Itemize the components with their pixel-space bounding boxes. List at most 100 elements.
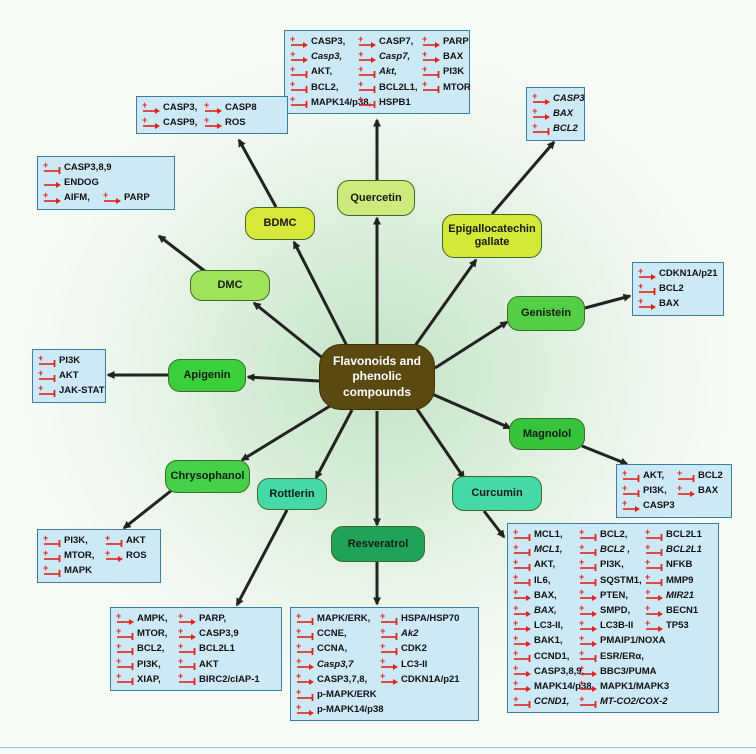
- gene-label: CDKN1A/p21: [401, 673, 460, 685]
- svg-text:+: +: [422, 36, 427, 44]
- effect-entry: +BAX: [531, 108, 573, 120]
- effect-entry: +NFKB: [644, 559, 692, 571]
- effect-entry: +AMPK,: [115, 613, 168, 625]
- decrease-bar-icon: +: [379, 643, 399, 655]
- svg-text:+: +: [296, 643, 301, 651]
- effect-entry: +MAPK14/p38,: [289, 96, 371, 109]
- effect-entry: +MAPK: [42, 565, 92, 577]
- arrow-to-magnolol: [431, 392, 512, 430]
- effect-entry: +IL6,: [512, 574, 550, 587]
- effect-row: +MCL1,+BCL2,+BCL2L1: [512, 527, 714, 542]
- effect-row: +BAX: [637, 296, 719, 311]
- svg-text:+: +: [579, 529, 584, 537]
- effect-row: +BCL2,+BCL2L1,+MTOR: [289, 80, 471, 95]
- decrease-bar-icon: +: [289, 81, 309, 94]
- compound-label: DMC: [217, 279, 243, 292]
- decrease-bar-icon: +: [115, 628, 135, 640]
- gene-label: BCL2L1,: [379, 81, 418, 93]
- effect-row: +Casp3,7+LC3-II: [295, 657, 474, 672]
- effect-row: +CASP3,+CASP7,+PARP: [289, 34, 469, 49]
- increase-arrow-icon: +: [676, 485, 696, 497]
- decrease-bar-icon: +: [42, 565, 62, 577]
- effect-entry: +BAX: [676, 485, 718, 497]
- svg-text:+: +: [358, 81, 363, 89]
- increase-arrow-icon: +: [512, 589, 532, 602]
- compound-label: Rottlerin: [269, 487, 315, 500]
- effect-entry: +CDKN1A/p21: [379, 673, 460, 686]
- effect-entry: +CCND1,: [512, 650, 569, 663]
- effect-row: +MTOR,+ROS: [42, 548, 156, 563]
- svg-text:+: +: [296, 673, 301, 681]
- effect-entry: +CCNA,: [295, 643, 347, 655]
- increase-arrow-icon: +: [578, 665, 598, 678]
- svg-text:+: +: [290, 96, 295, 104]
- gene-label: PI3K: [443, 66, 465, 78]
- compound-label: BDMC: [263, 217, 297, 230]
- effect-row: +BCL2: [637, 281, 719, 296]
- effect-box-resveratrol: +MAPK/ERK,+HSPA/HSP70+CCNE,+Ak2+CCNA,+CD…: [290, 607, 479, 722]
- decrease-bar-icon: +: [578, 650, 598, 663]
- decrease-bar-icon: +: [42, 535, 62, 547]
- svg-text:+: +: [579, 665, 584, 673]
- effect-entry: +PI3K,: [42, 535, 88, 547]
- effect-entry: +MTOR: [421, 81, 471, 94]
- effect-entry: +AKT,: [512, 559, 555, 571]
- effect-entry: +BAX,: [512, 589, 557, 602]
- effect-entry: +XIAP,: [115, 673, 161, 686]
- decrease-bar-icon: +: [289, 96, 309, 109]
- svg-text:+: +: [645, 529, 650, 537]
- increase-arrow-icon: +: [637, 298, 657, 310]
- effect-row: +BCL2: [531, 121, 580, 136]
- effect-entry: +ESR/ERα,: [578, 650, 644, 663]
- svg-text:+: +: [645, 589, 651, 597]
- compound-node-chrysophanol: Chrysophanol: [165, 460, 250, 493]
- svg-text:+: +: [677, 470, 682, 478]
- svg-text:+: +: [358, 36, 363, 44]
- increase-arrow-icon: +: [621, 500, 641, 512]
- effect-row: +XIAP,+BIRC2/cIAP-1: [115, 672, 277, 687]
- gene-label: LC3B-II: [600, 620, 634, 632]
- gene-label: BCL2L1: [666, 544, 702, 556]
- svg-text:+: +: [38, 385, 43, 393]
- effect-entry: +LC3B-II: [578, 620, 633, 632]
- effect-entry: +BCL2L1: [644, 529, 702, 541]
- svg-text:+: +: [204, 102, 209, 110]
- svg-text:+: +: [579, 635, 584, 643]
- gene-label: CCND1,: [534, 696, 570, 708]
- effect-entry: +MAPK14/p38,: [512, 680, 594, 693]
- effect-entry: +MAPK1/MAPK3: [578, 680, 669, 693]
- decrease-bar-icon: +: [512, 650, 532, 663]
- gene-label: PI3K,: [600, 559, 624, 571]
- effect-entry: +CASP3,: [141, 102, 197, 114]
- effect-entry: +AKT,: [289, 66, 332, 78]
- arrow-bdmc-box: [237, 138, 278, 208]
- effect-entry: +AKT: [177, 658, 219, 671]
- effect-row: +AMPK,+PARP,: [115, 611, 277, 626]
- compound-node-curcumin: Curcumin: [452, 476, 542, 511]
- gene-label: BAX,: [534, 605, 557, 617]
- decrease-bar-icon: +: [379, 613, 399, 625]
- effect-entry: +LC3-II: [379, 658, 427, 671]
- effect-box-rottlerin: +AMPK,+PARP,+MTOR,+CASP3,9+BCL2,+BCL2L1+…: [110, 607, 282, 691]
- compound-label: Chrysophanol: [170, 470, 245, 483]
- effect-entry: +PTEN,: [578, 589, 628, 602]
- svg-text:+: +: [296, 658, 302, 666]
- effect-row: +PI3K,+AKT: [42, 533, 156, 548]
- svg-text:+: +: [38, 355, 43, 363]
- gene-label: CASP3,8,9: [64, 162, 112, 174]
- effect-entry: +CASP9,: [141, 117, 197, 129]
- svg-text:+: +: [116, 628, 121, 636]
- gene-label: HSPA/HSP70: [401, 613, 460, 625]
- svg-text:+: +: [142, 117, 147, 125]
- gene-label: PARP: [443, 36, 469, 48]
- svg-text:+: +: [638, 298, 643, 306]
- decrease-bar-icon: +: [676, 470, 696, 482]
- gene-label: BBC3/PUMA: [600, 665, 657, 677]
- gene-label: MT-CO2/COX-2: [600, 696, 668, 708]
- svg-text:+: +: [204, 117, 209, 125]
- effect-entry: +CASP3: [531, 93, 585, 105]
- gene-label: BAX,: [534, 589, 557, 601]
- decrease-bar-icon: +: [295, 689, 315, 701]
- svg-text:+: +: [296, 689, 301, 697]
- increase-arrow-icon: +: [102, 192, 122, 204]
